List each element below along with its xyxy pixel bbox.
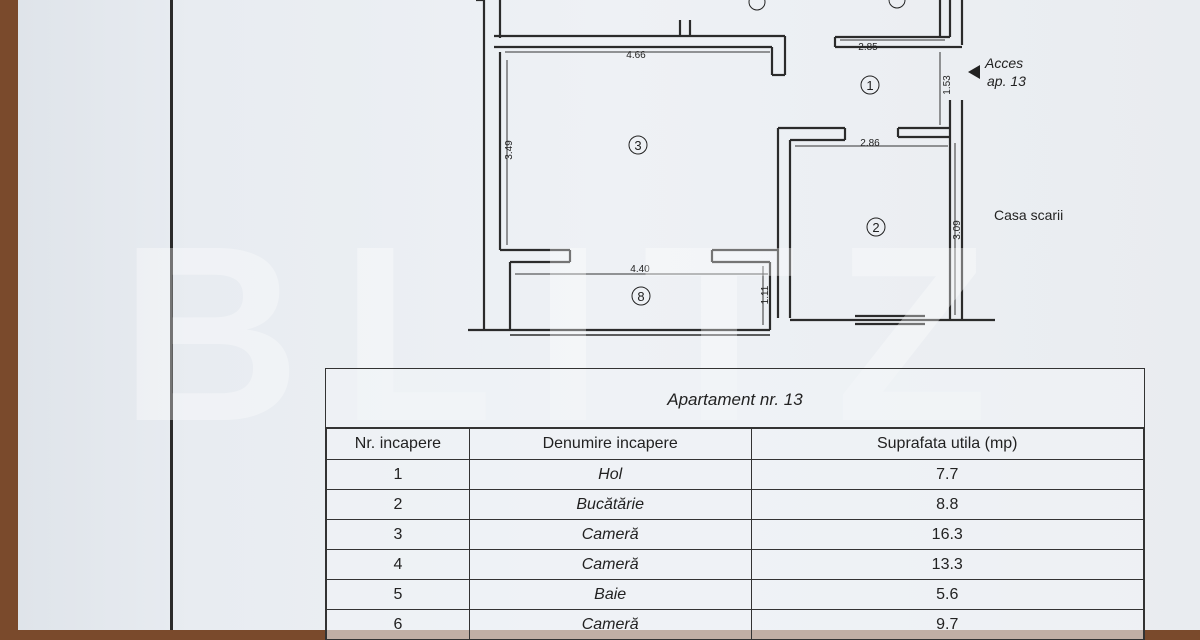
table-title: Apartament nr. 13 (326, 369, 1144, 428)
table-row: 2 Bucătărie 8.8 (326, 489, 1144, 520)
room-name-cell: Cameră (468, 609, 752, 640)
room-marker-8: 8 (637, 289, 644, 304)
room-area-cell: 5.6 (750, 579, 1144, 610)
room-area-cell: 16.3 (750, 519, 1144, 550)
access-label-apartment: ap. 13 (987, 73, 1026, 89)
room-area-cell: 7.7 (750, 459, 1144, 490)
table-row: 4 Cameră 13.3 (326, 549, 1144, 580)
column-header-area: Suprafata utila (mp) (750, 428, 1144, 460)
dimension-label: 1.53 (942, 75, 953, 95)
room-marker-1: 1 (866, 78, 873, 93)
room-area-table: Apartament nr. 13 Nr. incapere Denumire … (325, 368, 1145, 640)
room-marker-2: 2 (872, 220, 879, 235)
table-row: 1 Hol 7.7 (326, 459, 1144, 490)
table-row: 6 Cameră 9.7 (326, 609, 1144, 640)
room-name-cell: Baie (468, 579, 752, 610)
column-header-room-number: Nr. incapere (326, 428, 470, 460)
room-number-cell: 4 (326, 549, 470, 580)
dimension-label: 3.49 (504, 140, 515, 160)
dimension-label: 2.85 (858, 42, 878, 53)
dimension-label: 2.86 (860, 138, 880, 149)
column-header-room-name: Denumire incapere (468, 428, 752, 460)
room-name-cell: Bucătărie (468, 489, 752, 520)
table-row: 3 Cameră 16.3 (326, 519, 1144, 550)
floor-plan-drawing: 1 2 3 8 4.66 2.85 1.53 2.86 3.49 3.09 4.… (468, 0, 1063, 336)
room-name-cell: Hol (468, 459, 752, 490)
room-number-cell: 2 (326, 489, 470, 520)
table-header-row: Nr. incapere Denumire incapere Suprafata… (326, 428, 1144, 460)
margin-line (170, 0, 173, 630)
room-area-cell: 8.8 (750, 489, 1144, 520)
room-number-cell: 3 (326, 519, 470, 550)
room-name-cell: Cameră (468, 519, 752, 550)
dimension-label: 4.40 (630, 264, 650, 275)
dimension-label: 1.11 (760, 285, 771, 304)
room-number-cell: 1 (326, 459, 470, 490)
room-table: Nr. incapere Denumire incapere Suprafata… (326, 428, 1144, 640)
dimension-label: 3.09 (952, 220, 963, 240)
table-row: 5 Baie 5.6 (326, 579, 1144, 610)
room-number-cell: 5 (326, 579, 470, 610)
stairwell-label: Casa scarii (994, 207, 1063, 223)
access-arrow-icon (968, 65, 980, 79)
room-number-cell: 6 (326, 609, 470, 640)
room-marker-3: 3 (634, 138, 641, 153)
room-area-cell: 9.7 (750, 609, 1144, 640)
room-area-cell: 13.3 (750, 549, 1144, 580)
access-label: Acces (984, 55, 1023, 71)
room-name-cell: Cameră (468, 549, 752, 580)
dimension-label: 4.66 (626, 50, 646, 61)
